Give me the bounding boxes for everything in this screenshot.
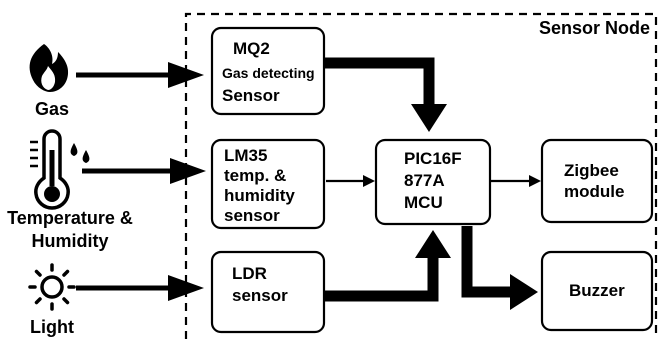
internal-arrows <box>325 57 541 310</box>
mcu-line2: 877A <box>404 171 445 190</box>
zigbee-module-block <box>540 138 654 224</box>
thermometer-icon <box>30 129 70 210</box>
mcu-title: PIC16F <box>404 149 462 168</box>
mq2-sensor-block <box>210 26 326 116</box>
sensor-node-boundary <box>184 12 658 339</box>
buzzer-block <box>540 250 654 332</box>
input-arrows <box>76 62 206 301</box>
mq2-line3: Sensor <box>222 86 280 105</box>
mcu-block <box>374 138 492 226</box>
flame-icon <box>29 44 69 92</box>
lm35-line3: humidity <box>224 186 295 205</box>
lm35-line4: sensor <box>224 206 280 225</box>
sun-icon <box>28 263 76 311</box>
mcu-to-buzzer-arrow <box>461 226 514 298</box>
gas-input-label: Gas <box>35 99 69 119</box>
humidity-input-label: Humidity <box>31 231 108 251</box>
temperature-input-label: Temperature & <box>7 208 133 228</box>
mq2-title: MQ2 <box>233 39 270 58</box>
ldr-to-mcu-arrow <box>325 254 439 302</box>
water-drops-icon <box>70 143 90 163</box>
mcu-line3: MCU <box>404 193 443 212</box>
ldr-line2: sensor <box>232 286 288 305</box>
lm35-line2: temp. & <box>224 166 286 185</box>
ldr-sensor-block <box>210 250 326 334</box>
lm35-title: LM35 <box>224 146 267 165</box>
mq2-line2: Gas detecting <box>222 65 315 81</box>
zigbee-line2: module <box>564 182 624 201</box>
buzzer-title: Buzzer <box>569 281 625 300</box>
lm35-sensor-block <box>210 138 326 230</box>
ldr-title: LDR <box>232 264 267 283</box>
mq2-to-mcu-arrow <box>325 57 435 110</box>
light-input-label: Light <box>30 317 74 337</box>
zigbee-title: Zigbee <box>564 161 619 180</box>
sensor-node-title: Sensor Node <box>539 18 650 38</box>
